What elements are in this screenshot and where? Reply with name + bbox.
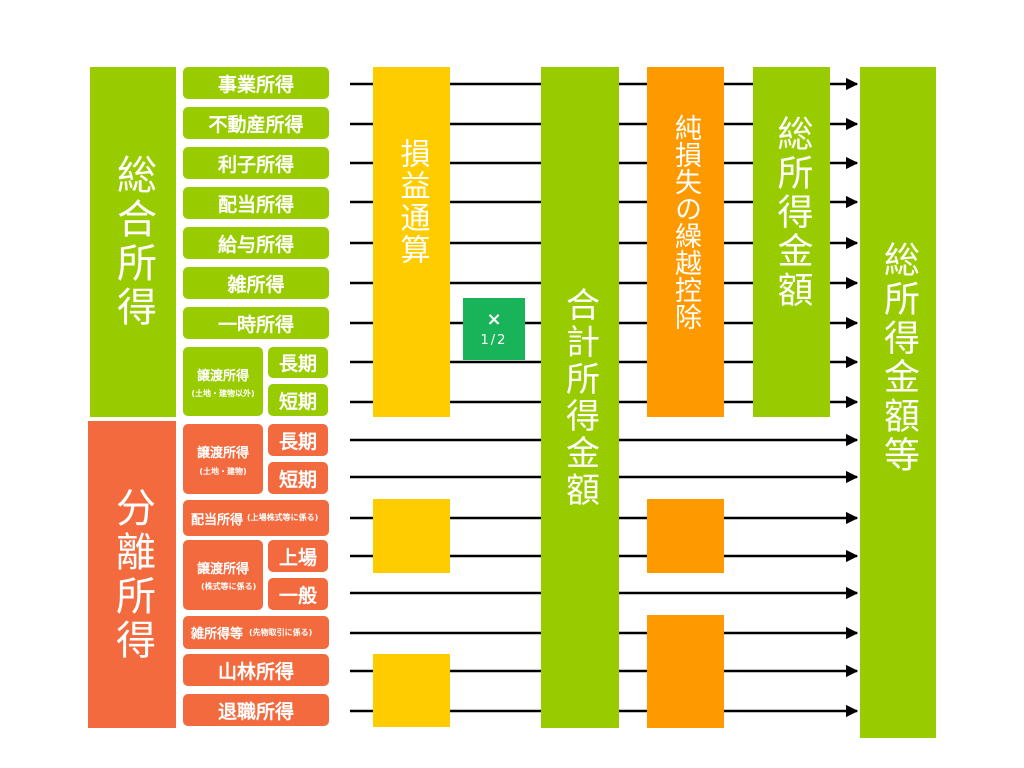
haito-listed-note: (上場株式等に係る) [247,513,319,522]
item-joto-stock: 譲渡所得 (株式等に係る) [183,540,263,610]
half-multiplier: × 1/2 [463,298,525,360]
item-kyuyo: 給与所得 [183,227,329,259]
category-sogo: 総合所得 [90,67,176,417]
item-joto-general: 譲渡所得 (土地・建物以外) [183,347,263,416]
item-haito-listed: 配当所得 (上場株式等に係る) [183,500,329,536]
category-bunri-label: 分離所得 [109,486,155,663]
zatsu-futures-note: (先物取引に係る) [249,627,313,637]
item-joto-stock-listed: 上場 [268,540,328,572]
item-rishi: 利子所得 [183,147,329,179]
joto-land-title: 譲渡所得 [196,445,249,461]
zatsu-futures-title: 雑所得等 [191,627,244,642]
item-zatsu: 雑所得 [183,267,329,299]
joto-stock-note: (株式等に係る) [201,582,257,591]
step-final-total: 総所得金額等 [860,67,936,738]
half-value: 1/2 [480,332,508,348]
joto-land-note: (土地・建物) [199,466,247,476]
step-kurikoshi-label: 純損失の繰越控除 [670,114,701,330]
category-bunri: 分離所得 [88,421,176,728]
kurikoshi-block-sanrin [647,615,724,728]
joto-general-note: (土地・建物以外) [191,388,255,398]
kurikoshi-block-haito [647,499,724,573]
item-haito: 配当所得 [183,187,329,219]
item-fudosan: 不動産所得 [183,107,329,139]
item-joto-stock-general: 一般 [268,578,328,610]
step-soneki-label: 損益通算 [394,138,430,266]
soneki-block-sanrin [373,654,450,727]
multiply-icon: × [486,308,502,330]
step-soneki-tsusan: 損益通算 [373,67,450,417]
joto-stock-title: 譲渡所得 [196,562,249,577]
step-sohotoku-label: 総所得金額 [771,114,813,310]
step-sohotoku-kingaku: 総所得金額 [753,67,830,417]
soneki-block-haito [373,499,450,573]
joto-general-title: 譲渡所得 [196,368,249,384]
item-joto-general-long: 長期 [268,347,328,378]
item-sanrin: 山林所得 [183,654,329,686]
item-joto-land-long: 長期 [268,424,328,456]
item-jigyo: 事業所得 [183,67,329,99]
item-ichiji: 一時所得 [183,307,329,339]
category-sogo-label: 総合所得 [110,154,156,330]
item-taishoku: 退職所得 [183,694,329,726]
haito-listed-title: 配当所得 [191,512,244,528]
item-joto-land: 譲渡所得 (土地・建物) [183,424,263,494]
item-joto-general-short: 短期 [268,384,328,416]
step-gokei-shotoku: 合計所得金額 [541,67,619,728]
step-kurikoshi-kojo: 純損失の繰越控除 [647,67,724,417]
item-zatsu-futures: 雑所得等 (先物取引に係る) [183,616,329,649]
step-gokei-label: 合計所得金額 [559,286,600,509]
item-joto-land-short: 短期 [268,462,328,494]
step-final-label: 総所得金額等 [878,240,919,475]
